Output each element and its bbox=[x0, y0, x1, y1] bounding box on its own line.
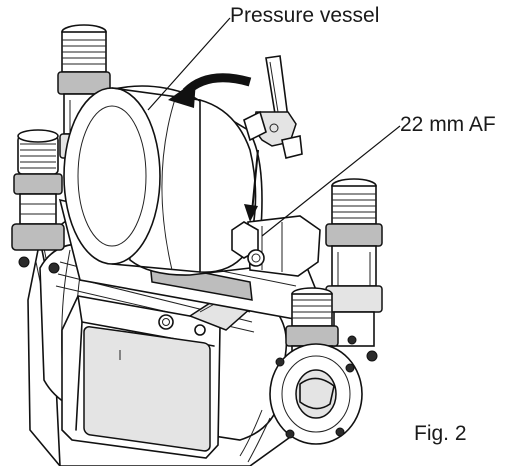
left-inlet-fitting bbox=[11, 129, 65, 274]
figure-caption: Fig. 2 bbox=[414, 422, 467, 445]
rotation-arrow bbox=[168, 73, 252, 108]
impeller-housing bbox=[239, 343, 363, 463]
direction-arrow bbox=[244, 149, 259, 222]
spanner-icon bbox=[243, 55, 303, 159]
pressure-vessel-label: Pressure vessel bbox=[230, 4, 380, 27]
right-rear-fitting bbox=[325, 178, 383, 362]
pressure-vessel bbox=[63, 85, 263, 276]
vessel-nut bbox=[231, 215, 321, 277]
terminal-box bbox=[61, 295, 221, 459]
spanner-size-label: 22 mm AF bbox=[400, 113, 496, 136]
leader-lines bbox=[147, 17, 401, 237]
